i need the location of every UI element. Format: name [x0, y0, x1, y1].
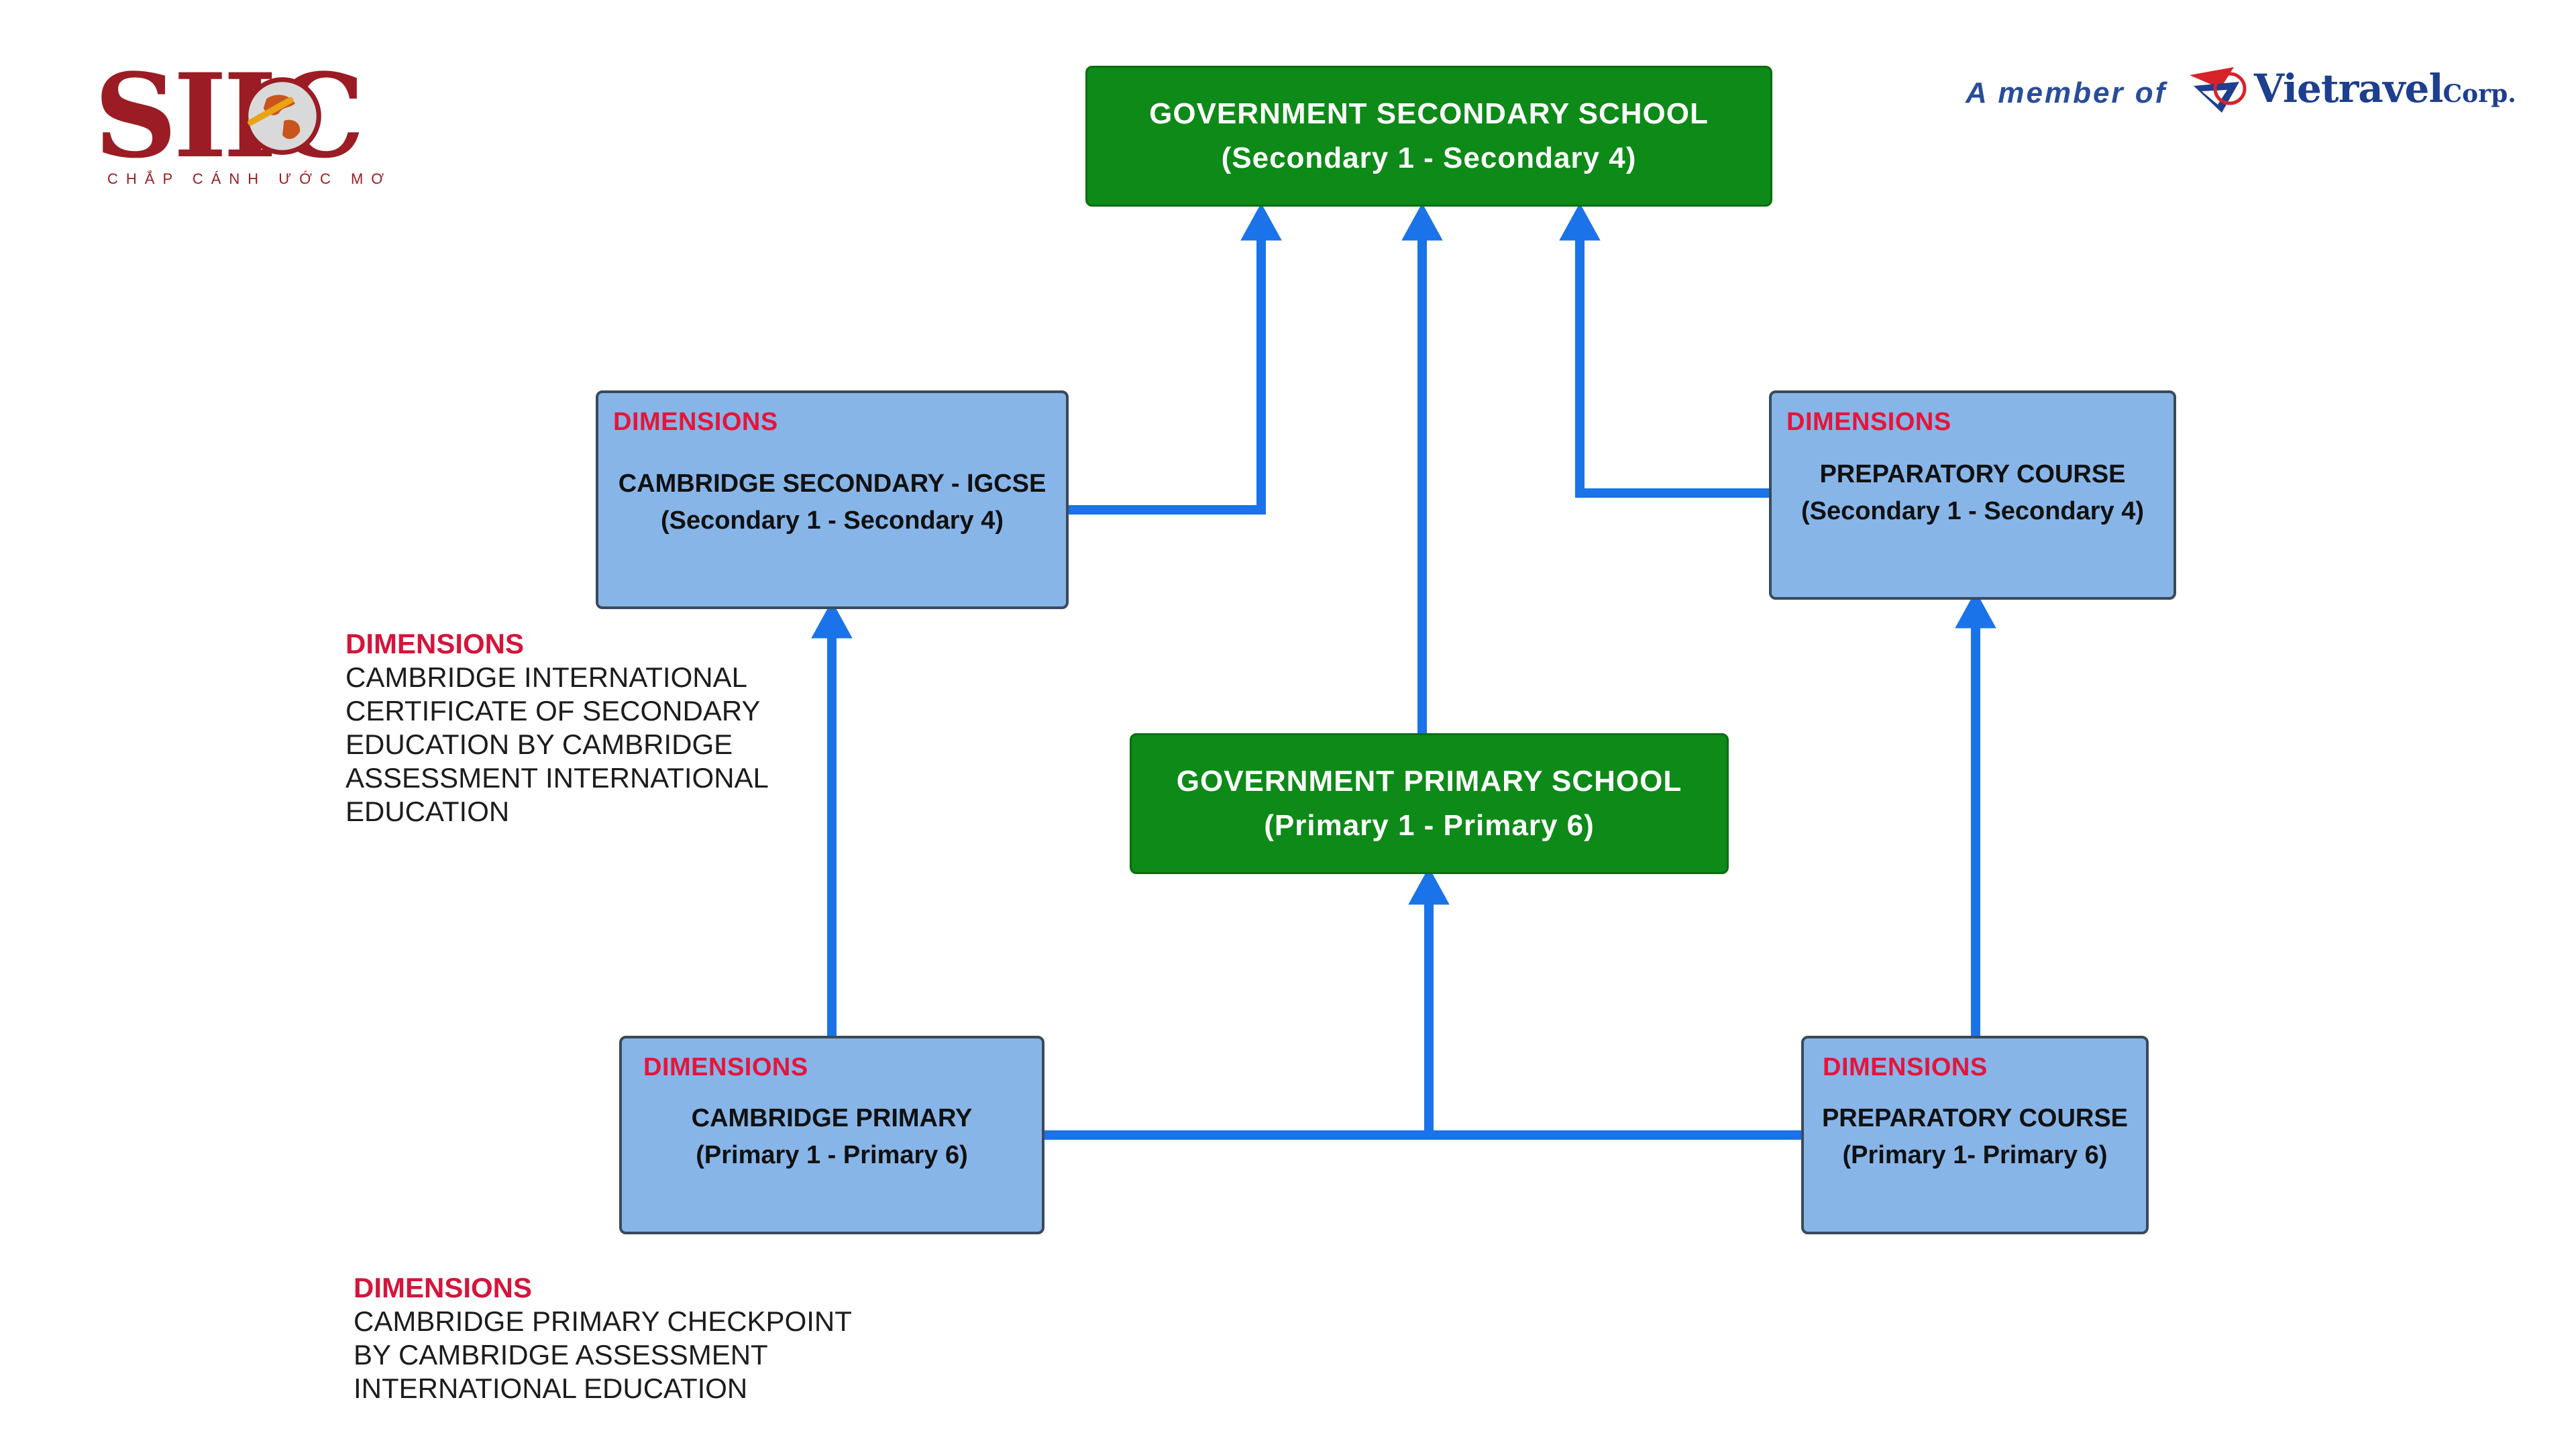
arrow-cambridge-secondary-to-gov-secondary — [1067, 203, 1282, 515]
vietravel-wing-icon — [2190, 67, 2247, 113]
secondary-certificate-note: DIMENSIONS CAMBRIDGE INTERNATIONAL CERTI… — [345, 627, 828, 828]
cambridge-secondary-box: DIMENSIONS CAMBRIDGE SECONDARY - IGCSE (… — [596, 390, 1069, 609]
gov-secondary-school-box: GOVERNMENT SECONDARY SCHOOL (Secondary 1… — [1085, 66, 1772, 207]
vietravel-name: Vietravel — [2254, 66, 2443, 111]
prep-primary-range: (Primary 1- Primary 6) — [1842, 1141, 2108, 1169]
gov-secondary-title: GOVERNMENT SECONDARY SCHOOL — [1149, 97, 1709, 130]
gov-primary-title: GOVERNMENT PRIMARY SCHOOL — [1176, 765, 1682, 798]
dimensions-tag: DIMENSIONS — [613, 408, 778, 436]
cambridge-primary-box: DIMENSIONS CAMBRIDGE PRIMARY (Primary 1 … — [619, 1036, 1044, 1234]
arrow-prep-secondary-to-gov-secondary — [1559, 203, 1770, 498]
prep-secondary-range: (Secondary 1 - Secondary 4) — [1801, 497, 2145, 525]
gov-primary-range: (Primary 1 - Primary 6) — [1264, 809, 1595, 842]
vietravel-member-logo: A member of VietravelCorp. — [1966, 58, 2516, 131]
vietravel-wordmark: VietravelCorp. — [2254, 66, 2516, 111]
note-dimensions-tag: DIMENSIONS — [354, 1272, 533, 1303]
cambridge-secondary-range: (Secondary 1 - Secondary 4) — [660, 506, 1004, 535]
prep-primary-box: DIMENSIONS PREPARATORY COURSE (Primary 1… — [1801, 1036, 2149, 1234]
dimensions-tag: DIMENSIONS — [1823, 1053, 1988, 1081]
dimensions-tag: DIMENSIONS — [1786, 408, 1951, 436]
cambridge-secondary-title: CAMBRIDGE SECONDARY - IGCSE — [618, 470, 1046, 498]
globe-icon — [244, 77, 321, 155]
gov-primary-school-box: GOVERNMENT PRIMARY SCHOOL (Primary 1 - P… — [1130, 733, 1729, 874]
cambridge-primary-title: CAMBRIDGE PRIMARY — [691, 1104, 973, 1132]
primary-checkpoint-text: CAMBRIDGE PRIMARY CHECKPOINT BY CAMBRIDG… — [354, 1305, 852, 1404]
note-dimensions-tag: DIMENSIONS — [345, 628, 525, 659]
gov-secondary-range: (Secondary 1 - Secondary 4) — [1221, 142, 1637, 174]
secondary-certificate-text: CAMBRIDGE INTERNATIONAL CERTIFICATE OF S… — [345, 661, 769, 827]
prep-primary-title: PREPARATORY COURSE — [1821, 1104, 2129, 1132]
prep-secondary-title: PREPARATORY COURSE — [1819, 460, 2126, 488]
member-of-text: A member of — [1966, 76, 2167, 109]
prep-secondary-box: DIMENSIONS PREPARATORY COURSE (Secondary… — [1769, 390, 2176, 600]
vietravel-corp-suffix: Corp. — [2443, 80, 2516, 108]
cambridge-primary-range: (Primary 1 - Primary 6) — [696, 1141, 968, 1169]
primary-checkpoint-note: DIMENSIONS CAMBRIDGE PRIMARY CHECKPOINT … — [354, 1271, 904, 1405]
dimensions-tag: DIMENSIONS — [643, 1053, 808, 1081]
